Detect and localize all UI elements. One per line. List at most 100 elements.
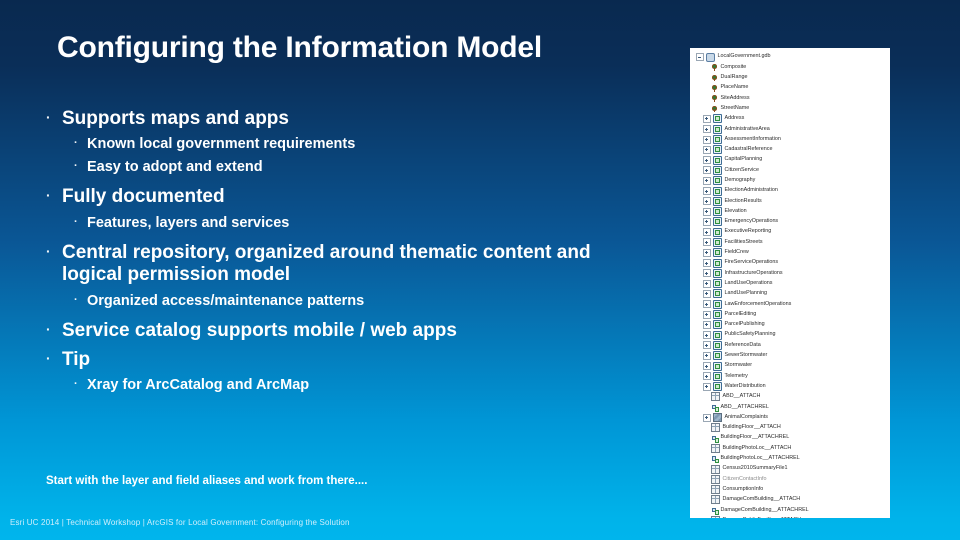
tree-item[interactable]: DamageComBuilding__ATTACHREL — [690, 505, 890, 515]
feature-dataset-icon — [713, 114, 722, 124]
expand-plus-icon[interactable] — [703, 279, 711, 288]
tree-item[interactable]: AssessmentInformation — [690, 134, 890, 145]
expand-plus-icon[interactable] — [703, 248, 711, 257]
tree-item[interactable]: FacilitiesStreets — [690, 237, 890, 247]
tree-item[interactable]: CitizenContactInfo — [690, 474, 890, 484]
tree-item[interactable]: Telemetry — [690, 371, 890, 381]
tree-item[interactable]: EmergencyOperations — [690, 217, 890, 227]
tree-item-label: PlaceName — [720, 84, 749, 91]
expand-plus-icon[interactable] — [703, 372, 711, 381]
tree-item[interactable]: BuildingFloor__ATTACH — [690, 423, 890, 433]
expand-plus-icon[interactable] — [703, 413, 711, 422]
expand-plus-icon[interactable] — [703, 114, 711, 123]
expand-plus-icon[interactable] — [703, 269, 711, 278]
tree-item[interactable]: FireServiceOperations — [690, 258, 890, 268]
expand-plus-icon[interactable] — [703, 320, 711, 329]
expand-plus-icon[interactable] — [703, 166, 711, 175]
expand-plus-icon[interactable] — [703, 341, 711, 350]
expand-plus-icon[interactable] — [703, 238, 711, 247]
feature-dataset-icon — [713, 124, 722, 134]
tree-item[interactable]: AnimalComplaints — [690, 412, 890, 423]
tree-item[interactable]: BuildingFloor__ATTACHREL — [690, 433, 890, 443]
expand-plus-icon[interactable] — [703, 135, 711, 144]
expand-plus-icon[interactable] — [703, 382, 711, 391]
expander-spacer — [703, 445, 709, 451]
expand-plus-icon[interactable] — [703, 217, 711, 226]
tree-item[interactable]: ExecutiveReporting — [690, 227, 890, 237]
expand-plus-icon[interactable] — [703, 176, 711, 185]
tree-item[interactable]: DamageComBuilding__ATTACH — [690, 495, 890, 505]
expand-plus-icon[interactable] — [703, 300, 711, 309]
expander-spacer — [703, 75, 709, 81]
expand-plus-icon[interactable] — [703, 228, 711, 237]
expand-plus-icon[interactable] — [703, 207, 711, 216]
expand-plus-icon[interactable] — [703, 125, 711, 134]
tree-item[interactable]: DamagePublicFacility__ATTACH — [690, 515, 890, 518]
tree-item-label: CitizenService — [724, 166, 759, 173]
feature-dataset-icon — [713, 165, 722, 175]
bullet-text: Features, layers and services — [87, 214, 290, 231]
bullet-text: Service catalog supports mobile / web ap… — [62, 320, 457, 342]
tree-item[interactable]: LocalGovernment.gdb — [690, 52, 890, 62]
expand-plus-icon[interactable] — [703, 351, 711, 360]
bullet-text: Tip — [62, 348, 91, 370]
tree-item[interactable]: Stormwater — [690, 361, 890, 371]
tree-item[interactable]: ABD__ATTACH — [690, 392, 890, 402]
tree-item[interactable]: SiteAddress — [690, 93, 890, 103]
bullet-marker-icon: · — [46, 321, 51, 338]
tree-item[interactable]: ConsumptionInfo — [690, 484, 890, 495]
tree-item[interactable]: Elevation — [690, 206, 890, 217]
tree-item[interactable]: CapitalPlanning — [690, 155, 890, 165]
tree-item[interactable]: Demography — [690, 176, 890, 186]
tree-item[interactable]: CitizenService — [690, 165, 890, 175]
tree-item[interactable]: FieldCrew — [690, 248, 890, 258]
expand-plus-icon[interactable] — [703, 259, 711, 268]
tree-item[interactable]: ReferenceData — [690, 340, 890, 350]
tree-item[interactable]: AdministrativeArea — [690, 124, 890, 134]
tree-item[interactable]: SewerStormwater — [690, 351, 890, 361]
feature-dataset-icon — [713, 340, 722, 350]
locator-icon — [711, 95, 718, 102]
collapse-minus-icon[interactable] — [696, 53, 704, 62]
tree-item[interactable]: BuildingPhotoLoc__ATTACH — [690, 443, 890, 453]
expand-plus-icon[interactable] — [703, 289, 711, 298]
tree-item[interactable]: CadastralReference — [690, 145, 890, 155]
feature-dataset-icon — [713, 237, 722, 247]
tree-item-label: ConsumptionInfo — [722, 485, 764, 492]
bullet-list: ·Supports maps and apps·Known local gove… — [46, 108, 646, 399]
tree-item[interactable]: WaterDistribution — [690, 382, 890, 392]
tree-item[interactable]: LawEnforcementOperations — [690, 299, 890, 309]
tree-item[interactable]: LandUsePlanning — [690, 289, 890, 299]
expand-plus-icon[interactable] — [703, 331, 711, 340]
tree-item[interactable]: Census2010SummaryFile1 — [690, 464, 890, 474]
tree-item[interactable]: PublicSafetyPlanning — [690, 330, 890, 340]
feature-dataset-icon — [713, 176, 722, 186]
tree-item[interactable]: BuildingPhotoLoc__ATTACHREL — [690, 454, 890, 464]
bullet-text: Central repository, organized around the… — [62, 241, 591, 286]
tree-item[interactable]: ParcelEditing — [690, 309, 890, 320]
relationship-class-icon — [711, 435, 719, 443]
tree-item[interactable]: Composite — [690, 62, 890, 72]
tree-item-label: Stormwater — [724, 362, 753, 369]
relationship-class-icon — [711, 455, 719, 464]
expand-plus-icon[interactable] — [703, 310, 711, 319]
tree-item[interactable]: PlaceName — [690, 83, 890, 93]
tree-item[interactable]: ABD__ATTACHREL — [690, 402, 890, 412]
tree-item[interactable]: InfrastructureOperations — [690, 268, 890, 278]
expand-plus-icon[interactable] — [703, 145, 711, 154]
expand-plus-icon[interactable] — [703, 156, 711, 165]
expander-spacer — [703, 64, 709, 70]
expand-plus-icon[interactable] — [703, 362, 711, 371]
tree-item[interactable]: Address — [690, 114, 890, 124]
expand-plus-icon[interactable] — [703, 187, 711, 195]
tree-item[interactable]: DualRange — [690, 73, 890, 83]
tree-item[interactable]: ParcelPublishing — [690, 320, 890, 330]
tree-item[interactable]: ElectionResults — [690, 196, 890, 206]
tree-item[interactable]: LandUseOperations — [690, 279, 890, 289]
tree-item[interactable]: StreetName — [690, 103, 890, 113]
expand-plus-icon[interactable] — [703, 197, 711, 206]
locator-icon — [711, 85, 718, 92]
tree-item[interactable]: ElectionAdministration — [690, 186, 890, 196]
